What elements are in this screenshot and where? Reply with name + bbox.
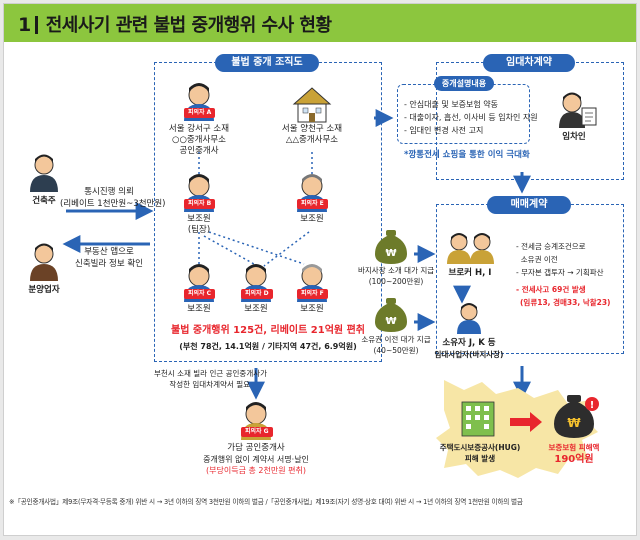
sale-note-3: - 무자본 갭투자 → 기획파산 xyxy=(516,268,604,277)
damage-text-1: 보증보험 피해액 xyxy=(548,443,600,452)
sale-contract-pill: 매매계약 xyxy=(487,196,571,214)
suspect-a-text-3: 공인중개사 xyxy=(179,146,219,156)
footnote: ※「공인중개사법」제9조(무자격·무등록 중개) 위반 시 → 3년 이하의 징… xyxy=(9,498,523,506)
g-context-1: 부천시 소재 빌라 인근 공인중개사가 xyxy=(154,369,268,378)
damage-amount: 190억원 xyxy=(554,454,594,465)
lease-slogan: *깡통전세 쇼핑을 통한 이익 극대화 xyxy=(404,150,530,160)
svg-text:₩: ₩ xyxy=(385,248,396,259)
person-icon-builder xyxy=(30,154,58,192)
money-bag-icon-2: ₩ xyxy=(375,298,407,332)
g-text-1: 가담 공인중개사 xyxy=(227,443,285,453)
house-icon-office xyxy=(292,87,332,123)
sale-note-2: 소유권 이전 xyxy=(516,255,558,264)
suspect-a-text-2: ○○중개사무소 xyxy=(172,135,226,145)
diagram-graphics: ₩ ₩ ₩ ! xyxy=(30,83,599,478)
suspect-f-text-1: 보조원 xyxy=(300,304,324,314)
money-bag-icon-1: ₩ xyxy=(375,230,407,264)
suspect-b-text-1: 보조원 xyxy=(187,214,211,224)
damage-panel: ₩ ! xyxy=(436,380,599,478)
owner-text-2: 임대사업자(바지사장) xyxy=(434,350,504,359)
org-summary: 불법 중개행위 125건, 리베이트 21억원 편취 xyxy=(171,325,365,336)
suspect-g-tag: 피의자 G xyxy=(241,427,273,437)
builder-label: 건축주 xyxy=(32,196,56,206)
org-connection-lines xyxy=(198,152,313,267)
org-chart-pill: 불법 중개 조직도 xyxy=(215,54,319,72)
suspect-b-tag: 피의자 B xyxy=(184,199,216,209)
g-text-3: (부당이득금 총 2천만원 편취) xyxy=(206,466,306,475)
svg-text:₩: ₩ xyxy=(385,316,396,327)
person-icon-seller xyxy=(30,243,58,281)
lease-info-pill: 중개설명내용 xyxy=(434,76,494,91)
person-icon-brokers xyxy=(447,233,494,264)
lease-contract-pill: 임대차계약 xyxy=(483,54,575,72)
header-bar: 1 전세사기 관련 불법 중개행위 수사 현황 xyxy=(4,4,636,42)
flow-arrows xyxy=(62,109,531,400)
broker-label: 브로커 H, I xyxy=(448,268,492,278)
fee2-text-1: 소유권 이전 대가 지급 xyxy=(361,335,431,344)
person-icon-owners xyxy=(457,303,481,334)
sale-note-red-2: (임류13, 경매33, 낙찰23) xyxy=(520,298,611,307)
org-summary-sub: (부천 78건, 14.1억원 / 기타지역 47건, 6.9억원) xyxy=(179,342,357,351)
arrow2-text-1: 부동산 앱으로 xyxy=(84,247,134,257)
infographic-card: 1 전세사기 관련 불법 중개행위 수사 현황 불법 중개 조직도 임대차계약 중… xyxy=(3,3,637,536)
svg-text:₩: ₩ xyxy=(567,416,581,430)
sale-note-red: - 전세사고 69건 발생 xyxy=(516,285,586,294)
owner-text-1: 소유자 J, K 등 xyxy=(442,338,496,348)
arrow1-text-2: (리베이트 1천만원~3천만원) xyxy=(60,199,166,209)
lease-item-3: - 임대인 변경 사전 고지 xyxy=(404,126,484,135)
suspect-c-tag: 피의자 C xyxy=(184,289,216,299)
page-title: 1 전세사기 관련 불법 중개행위 수사 현황 xyxy=(18,11,332,37)
lease-item-1: - 안심대출 및 보증보험 약동 xyxy=(404,100,499,109)
fee1-text-1: 바지사장 소개 대가 지급 xyxy=(358,266,435,275)
title-divider xyxy=(34,16,38,34)
title-text: 전세사기 관련 불법 중개행위 수사 현황 xyxy=(45,15,332,36)
tenant-label: 임차인 xyxy=(562,132,586,142)
suspect-d-tag: 피의자 D xyxy=(241,289,273,299)
suspect-d-text-1: 보조원 xyxy=(244,304,268,314)
suspect-a-tag: 피의자 A xyxy=(184,108,216,118)
g-text-2: 중개행위 없이 계약서 서명·날인 xyxy=(203,455,309,464)
seller-label: 분양업자 xyxy=(28,285,60,295)
suspect-e-tag: 피의자 E xyxy=(297,199,328,209)
hug-text-1: 주택도시보증공사(HUG) xyxy=(439,443,521,452)
hug-text-2: 피해 발생 xyxy=(464,454,496,463)
fee2-text-2: (40~50만원) xyxy=(373,346,419,355)
lease-item-2: - 대출이자, 흡선, 이사비 등 입차인 지원 xyxy=(404,113,538,122)
fee1-text-2: (100~200만원) xyxy=(368,277,424,286)
suspect-a-text-1: 서울 강서구 소재 xyxy=(168,124,230,134)
office-text-2: △△중개사무소 xyxy=(285,135,339,145)
suspect-e-text-1: 보조원 xyxy=(300,214,324,224)
suspect-f-tag: 피의자 F xyxy=(297,289,328,299)
sale-note-1: - 전세금 승계조건으로 xyxy=(516,242,586,251)
suspect-c-text-1: 보조원 xyxy=(187,304,211,314)
office-text-1: 서울 양천구 소재 xyxy=(281,124,343,134)
suspect-b-text-2: (팀장) xyxy=(187,225,211,235)
g-context-2: 작성한 임대차계약서 필요 xyxy=(169,380,250,389)
svg-text:!: ! xyxy=(590,400,595,411)
arrow1-text-1: 통시진행 의뢰 xyxy=(84,187,134,197)
person-icon-tenant xyxy=(559,92,597,128)
arrow2-text-2: 신축빌라 정보 확인 xyxy=(75,259,143,269)
title-number: 1 xyxy=(18,14,31,36)
